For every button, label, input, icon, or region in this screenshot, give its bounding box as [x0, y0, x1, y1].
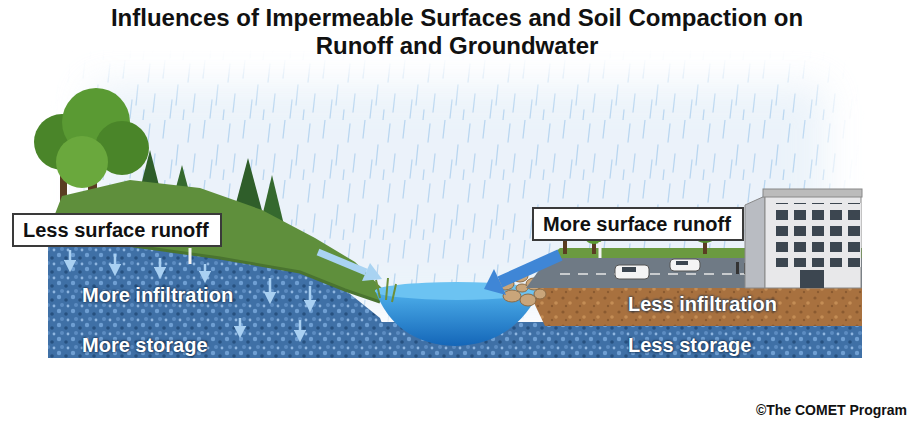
rain-field	[40, 50, 870, 350]
label-posts	[189, 248, 192, 264]
credit-text: ©The COMET Program	[756, 402, 907, 418]
infiltration-arrows	[269, 278, 272, 298]
infiltration-arrows	[309, 286, 312, 306]
label-posts	[190, 242, 600, 264]
office-building	[745, 189, 862, 288]
runoff-arrows	[484, 269, 506, 295]
infiltration-arrows	[239, 318, 242, 332]
rain-field	[40, 50, 870, 350]
office-building	[765, 196, 861, 288]
infiltration-label: More infiltration	[82, 284, 233, 307]
soil-cross-section	[48, 232, 862, 358]
runoff-callout-box: More surface runoff	[532, 207, 744, 241]
office-building	[763, 189, 862, 197]
runoff-arrows	[500, 255, 560, 282]
runoff-arrows	[318, 252, 560, 295]
infiltration-arrows	[114, 254, 117, 270]
stream-channel	[376, 280, 380, 298]
riprap-stones	[520, 294, 536, 306]
urban-surface	[615, 265, 649, 279]
urban-surface	[676, 261, 688, 265]
left-trees	[56, 136, 108, 188]
infiltration-arrows	[159, 258, 162, 273]
stream-channel	[386, 278, 388, 300]
rain-field	[40, 50, 870, 350]
office-building	[800, 270, 824, 288]
urban-surface	[670, 259, 700, 271]
storage-label: Less storage	[628, 334, 751, 357]
runoff-callout-box: Less surface runoff	[12, 213, 222, 247]
storage-label: More storage	[82, 334, 208, 357]
infiltration-arrows	[299, 320, 302, 336]
callout-text: More surface runoff	[543, 212, 733, 236]
callout-text: Less surface runoff	[23, 218, 211, 242]
riprap-stones	[534, 289, 546, 299]
runoff-arrows	[362, 263, 382, 281]
soil-cross-section	[526, 286, 862, 326]
runoff-arrows	[318, 252, 366, 272]
stream-channel	[392, 284, 396, 302]
urban-surface	[736, 262, 739, 274]
urban-surface	[622, 267, 636, 272]
label-posts	[599, 242, 602, 258]
diagram-title: Influences of Impermeable Surfaces and S…	[92, 4, 822, 59]
infiltration-label: Less infiltration	[628, 293, 777, 316]
infiltration-arrows	[69, 250, 72, 266]
infiltration-arrows	[204, 264, 207, 277]
office-building	[745, 196, 765, 288]
stream-channel	[376, 278, 396, 302]
stream-channel	[375, 278, 540, 346]
office-building	[771, 203, 861, 267]
riprap-stones	[503, 290, 521, 302]
